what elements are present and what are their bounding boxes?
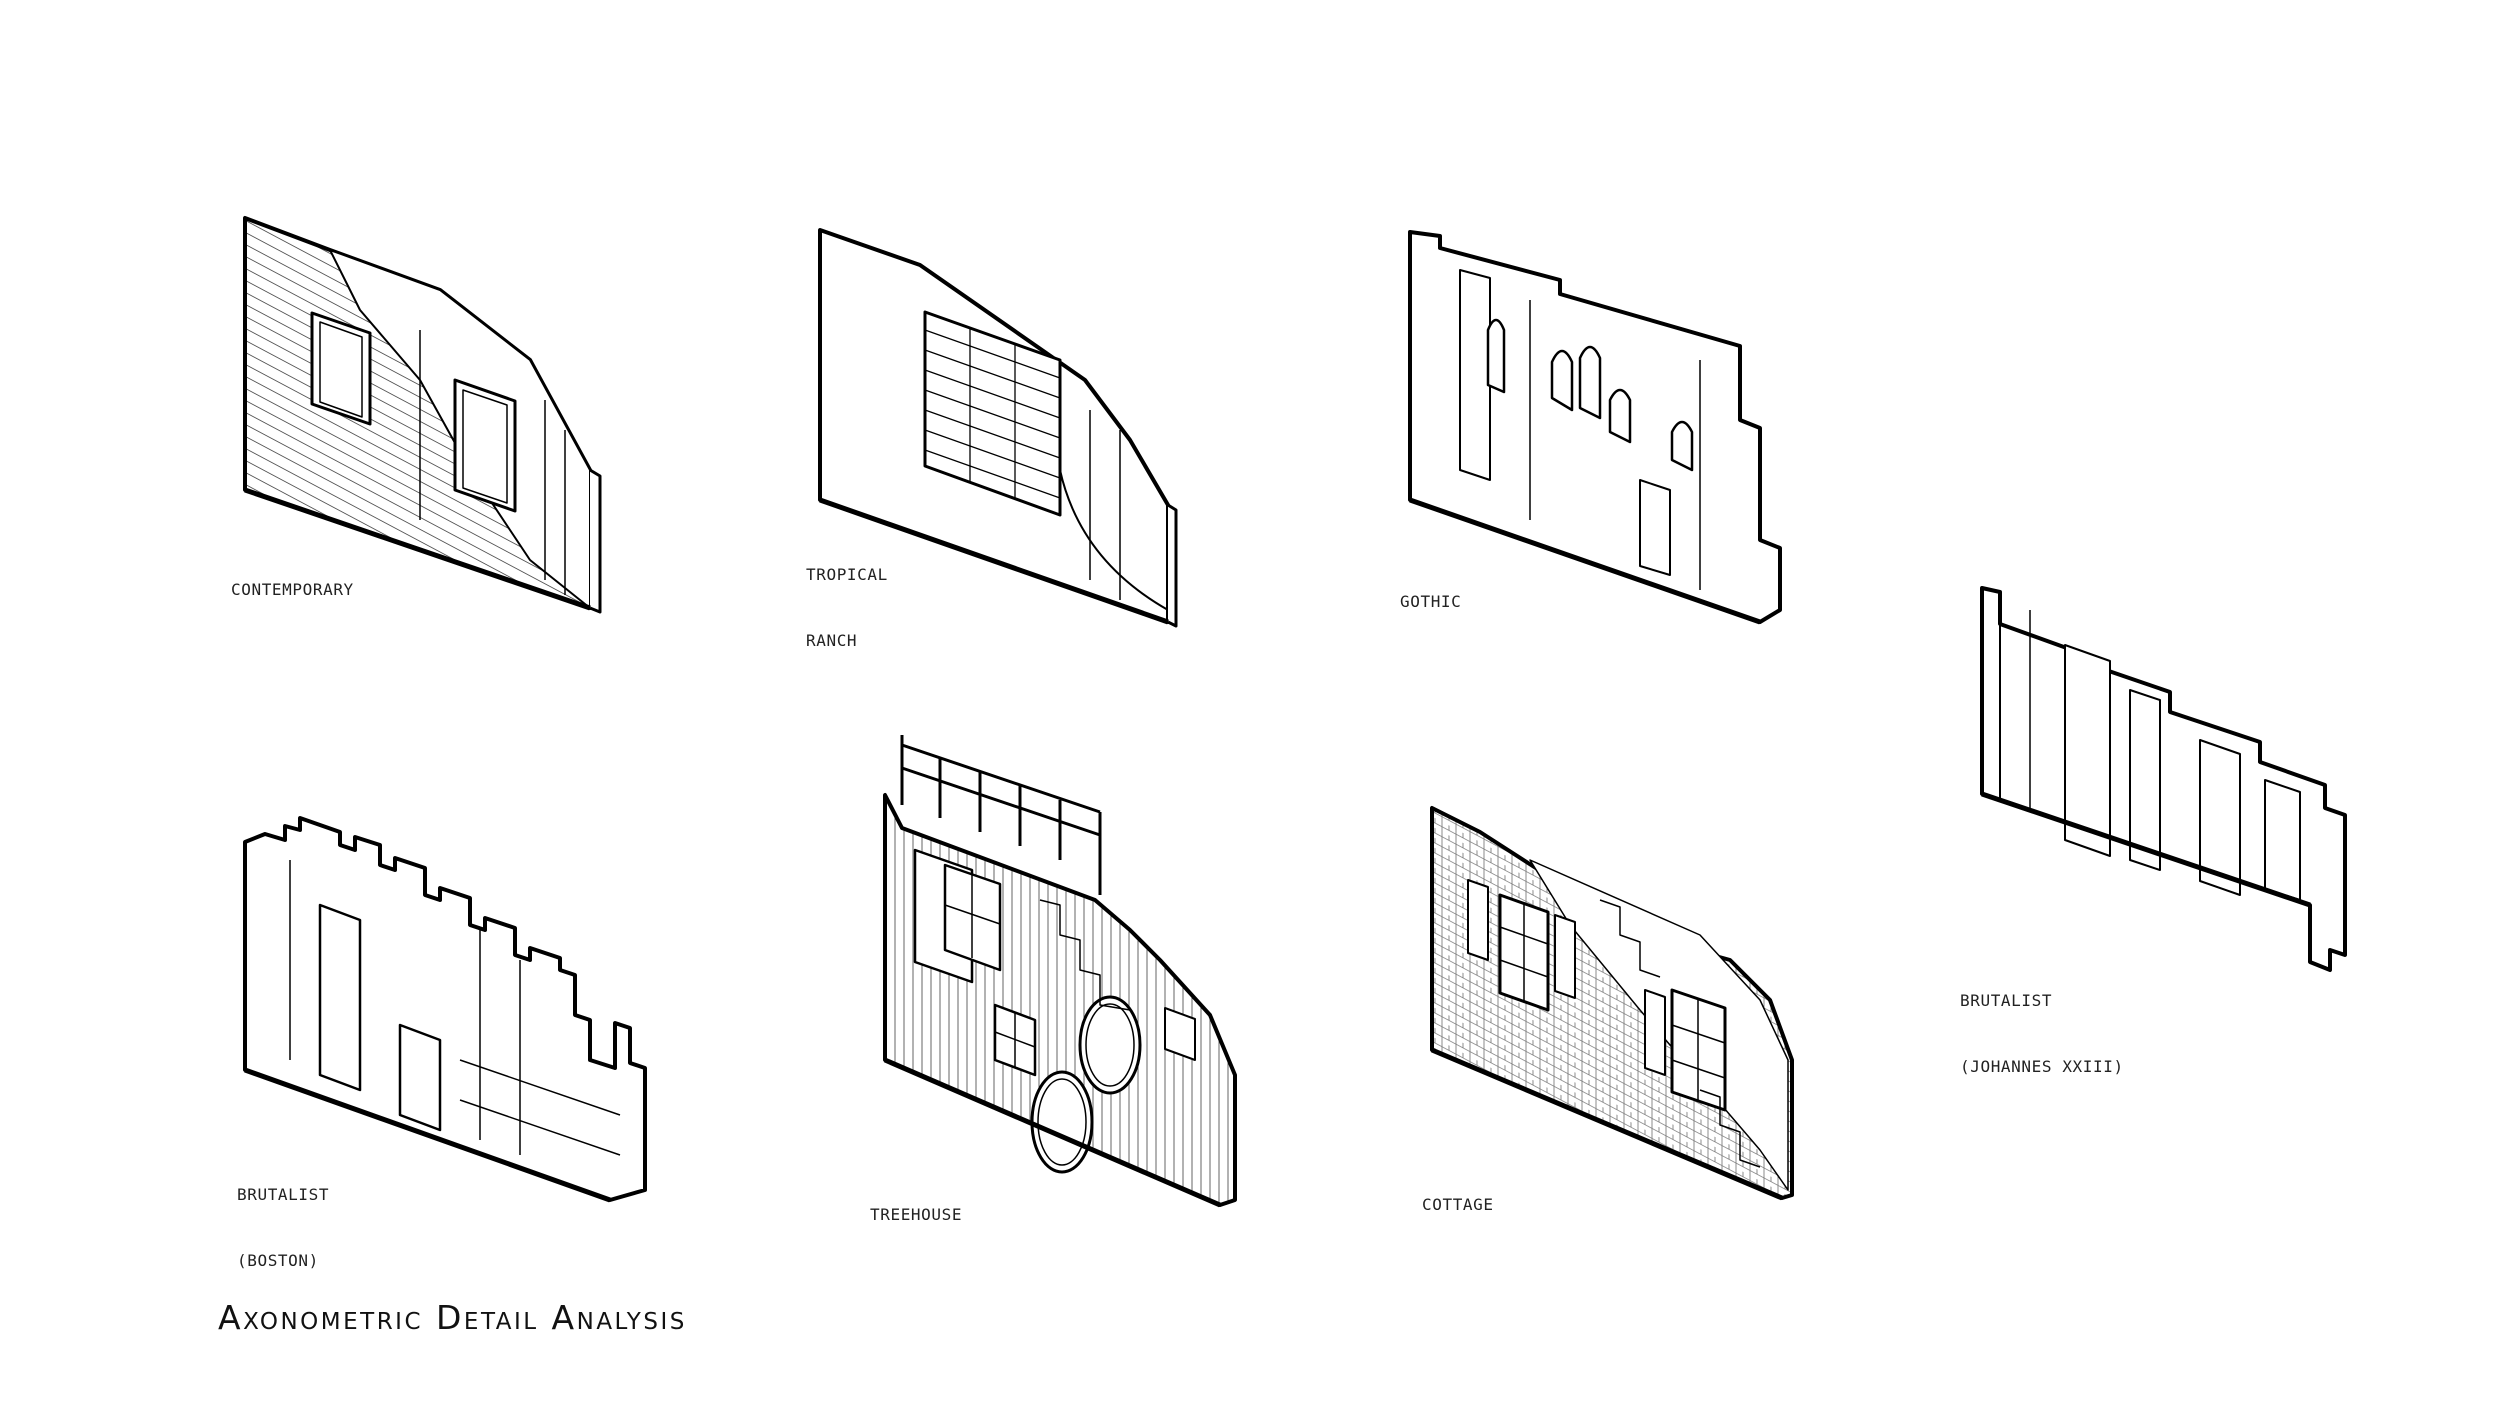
wall-label-tropical-ranch: TROPICAL RANCH	[806, 565, 888, 650]
wall-cottage	[1430, 806, 1794, 1201]
wall-brutalist-boston	[243, 816, 647, 1203]
wall-label-contemporary: CONTEMPORARY	[231, 580, 354, 599]
wall-tropical-ranch	[818, 228, 1178, 628]
wall-gothic	[1408, 230, 1782, 625]
wall-label-gothic: GOTHIC	[1400, 592, 1462, 611]
wall-label-treehouse: TREEHOUSE	[870, 1205, 963, 1224]
wall-label-brutalist-boston: BRUTALIST (BOSTON)	[237, 1185, 330, 1270]
wall-treehouse	[883, 735, 1237, 1208]
wall-label-brutalist-johannes: BRUTALIST (JOHANNES XXIII)	[1960, 991, 2124, 1076]
wall-brutalist-johannes	[1980, 586, 2347, 972]
sheet-title: Axonometric Detail Analysis	[218, 1298, 687, 1337]
wall-label-cottage: COTTAGE	[1422, 1195, 1494, 1214]
wall-contemporary	[243, 216, 602, 614]
